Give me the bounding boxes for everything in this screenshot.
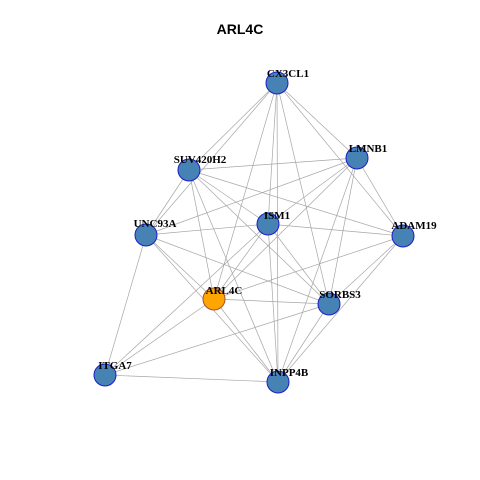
node-sorbs3[interactable]	[317, 292, 341, 316]
edge-suv420h2-unc93a	[145, 169, 190, 236]
edge-adam19-sorbs3	[328, 235, 404, 305]
edge-unc93a-itga7	[104, 234, 147, 376]
node-label-arl4c: ARL4C	[206, 285, 243, 297]
node-label-unc93a: UNC93A	[134, 218, 177, 230]
diagram-title: ARL4C	[216, 21, 264, 37]
edge-unc93a-sorbs3	[145, 234, 330, 305]
edge-arl4c-itga7	[104, 298, 215, 376]
edge-ism1-itga7	[104, 223, 269, 376]
edge-cx3cl1-unc93a	[145, 82, 278, 236]
edge-lmnb1-ism1	[267, 157, 358, 225]
edge-itga7-inpp4b	[104, 374, 279, 383]
edge-lmnb1-inpp4b	[277, 157, 358, 383]
edge-cx3cl1-arl4c	[213, 82, 278, 300]
node-arl4c[interactable]	[202, 287, 226, 311]
edge-arl4c-inpp4b	[213, 298, 279, 383]
edge-cx3cl1-suv420h2	[188, 82, 278, 171]
node-label-lmnb1: LMNB1	[349, 143, 388, 155]
node-suv420h2[interactable]	[177, 158, 201, 182]
node-ism1[interactable]	[256, 212, 280, 236]
node-lmnb1[interactable]	[345, 146, 369, 170]
edge-suv420h2-arl4c	[188, 169, 215, 300]
edge-sorbs3-inpp4b	[277, 303, 330, 383]
edge-layer	[104, 82, 404, 383]
edge-adam19-inpp4b	[277, 235, 404, 383]
node-label-itga7: ITGA7	[98, 360, 132, 372]
node-unc93a[interactable]	[134, 223, 158, 247]
edge-ism1-adam19	[267, 223, 404, 237]
edge-unc93a-ism1	[145, 223, 269, 236]
node-label-ism1: ISM1	[264, 210, 290, 222]
edge-cx3cl1-inpp4b	[276, 82, 279, 383]
edge-adam19-arl4c	[213, 235, 404, 300]
edge-suv420h2-ism1	[188, 169, 269, 225]
node-itga7[interactable]	[93, 363, 117, 387]
edge-arl4c-sorbs3	[213, 298, 330, 305]
edge-cx3cl1-ism1	[267, 82, 278, 225]
node-inpp4b[interactable]	[266, 370, 290, 394]
edge-suv420h2-adam19	[188, 169, 404, 237]
edge-sorbs3-itga7	[104, 303, 330, 376]
node-label-sorbs3: SORBS3	[319, 289, 361, 301]
node-label-adam19: ADAM19	[391, 220, 437, 232]
edge-cx3cl1-sorbs3	[276, 82, 330, 305]
edge-ism1-sorbs3	[267, 223, 330, 305]
edge-lmnb1-unc93a	[145, 157, 358, 236]
edge-lmnb1-adam19	[356, 157, 404, 237]
edge-lmnb1-suv420h2	[188, 157, 358, 171]
edge-unc93a-arl4c	[145, 234, 215, 300]
edge-cx3cl1-lmnb1	[276, 82, 358, 159]
node-layer	[93, 71, 415, 394]
node-cx3cl1[interactable]	[265, 71, 289, 95]
edge-ism1-inpp4b	[267, 223, 279, 383]
node-label-cx3cl1: CX3CL1	[267, 68, 309, 80]
edge-lmnb1-arl4c	[213, 157, 358, 300]
edge-ism1-arl4c	[213, 223, 269, 300]
node-adam19[interactable]	[391, 224, 415, 248]
node-label-inpp4b: INPP4B	[270, 367, 309, 379]
edge-suv420h2-inpp4b	[188, 169, 279, 383]
node-label-suv420h2: SUV420H2	[174, 154, 227, 166]
